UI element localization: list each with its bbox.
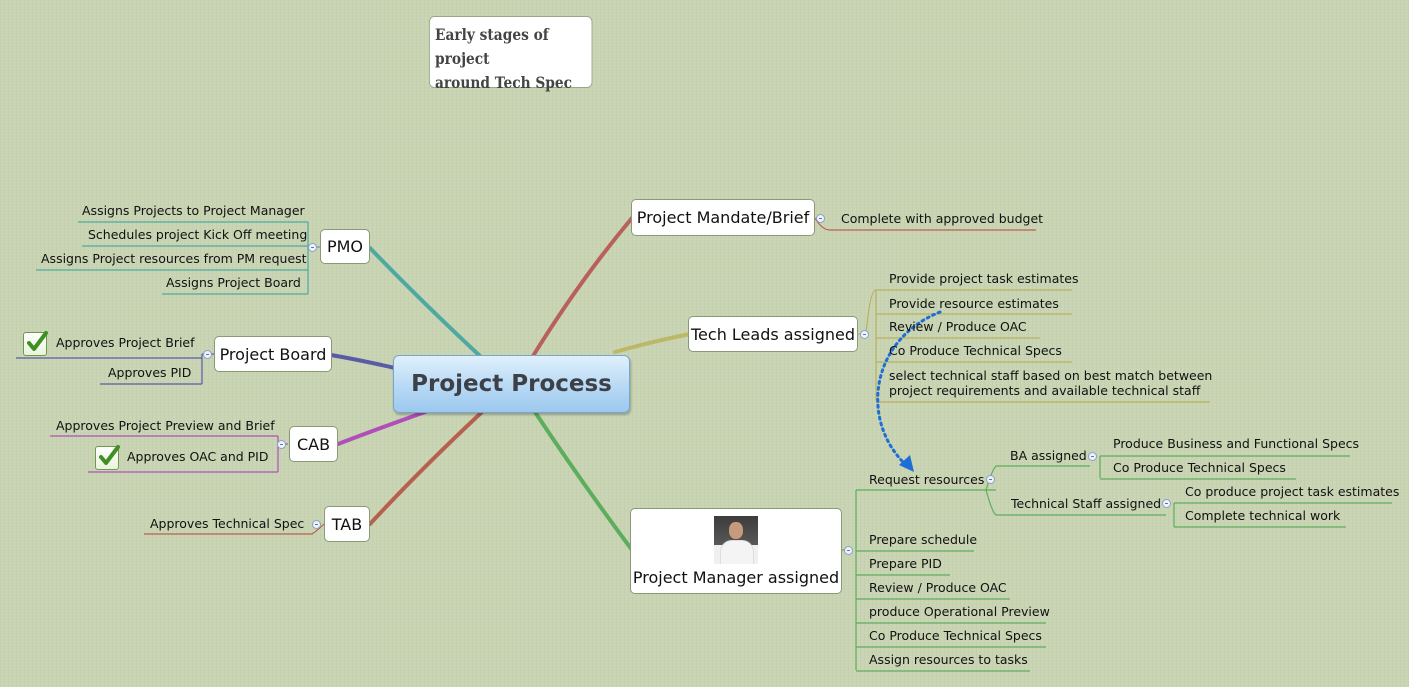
subtopic-pm-3[interactable]: produce Operational Preview (869, 604, 1050, 619)
collapse-toggle-icon[interactable] (277, 440, 286, 449)
subtopic-ba-1[interactable]: Co Produce Technical Specs (1113, 460, 1286, 475)
subtopic-pm-5[interactable]: Assign resources to tasks (869, 652, 1028, 667)
subtopic-cab-0[interactable]: Approves Project Preview and Brief (56, 418, 275, 433)
note-line-2: around Tech Spec (435, 73, 573, 92)
topic-tech-leads[interactable]: Tech Leads assigned (688, 316, 858, 352)
subtopic-board-0[interactable]: Approves Project Brief (56, 335, 195, 350)
collapse-toggle-icon[interactable] (308, 243, 317, 252)
checkmark-icon (23, 331, 48, 356)
topic-label: PMO (326, 237, 364, 256)
collapse-toggle-icon[interactable] (1162, 499, 1171, 508)
subtopic-mandate-0[interactable]: Complete with approved budget (841, 211, 1044, 226)
topic-project-board[interactable]: Project Board (214, 336, 332, 372)
branch-line-tab (368, 410, 484, 526)
subtopic-tech-staff[interactable]: Technical Staff assigned (1011, 496, 1162, 511)
topic-pmo[interactable]: PMO (320, 229, 370, 264)
subtopic-pmo-3[interactable]: Assigns Project Board (166, 275, 301, 290)
collapse-toggle-icon[interactable] (986, 475, 995, 484)
topic-project-mandate[interactable]: Project Mandate/Brief (631, 199, 815, 236)
subtopic-pm-1[interactable]: Prepare PID (869, 556, 942, 571)
collapse-toggle-icon[interactable] (816, 214, 825, 223)
subtopic-pmo-2[interactable]: Assigns Project resources from PM reques… (41, 251, 307, 266)
topic-cab[interactable]: CAB (289, 426, 338, 462)
branch-line-mandate (531, 216, 634, 358)
note-line-1: Early stages of project (435, 25, 549, 68)
subtopic-tech-3[interactable]: Co Produce Technical Specs (889, 343, 1062, 358)
subtopic-pm-0[interactable]: Prepare schedule (869, 532, 978, 547)
topic-tab[interactable]: TAB (324, 506, 370, 542)
collapse-toggle-icon[interactable] (203, 350, 212, 359)
central-topic-label: Project Process (411, 371, 612, 397)
subtopic-tech-4a[interactable]: select technical staff based on best mat… (889, 368, 1213, 383)
subtopic-pm-2[interactable]: Review / Produce OAC (869, 580, 1007, 595)
person-photo (714, 515, 758, 564)
subtopic-staff-0[interactable]: Co produce project task estimates (1185, 484, 1400, 499)
subtopic-pmo-0[interactable]: Assigns Projects to Project Manager (82, 203, 305, 218)
subtopic-tech-2[interactable]: Review / Produce OAC (889, 319, 1027, 334)
subtopic-staff-1[interactable]: Complete technical work (1185, 508, 1341, 523)
branch-line-board (329, 353, 397, 370)
subtopic-request-resources[interactable]: Request resources (869, 472, 985, 487)
relationship-arrow (876, 310, 942, 466)
checkmark-icon (95, 445, 120, 470)
annotation-note[interactable]: Early stages of project around Tech Spec (429, 16, 593, 92)
collapse-toggle-icon[interactable] (844, 546, 853, 555)
topic-label: TAB (331, 514, 363, 534)
collapse-toggle-icon[interactable] (312, 520, 321, 529)
branch-line-pm (533, 410, 634, 552)
collapse-toggle-icon[interactable] (860, 330, 869, 339)
collapse-toggle-icon[interactable] (1088, 452, 1097, 461)
subtopic-tech-4b[interactable]: project requirements and available techn… (889, 383, 1201, 398)
topic-label: Tech Leads assigned (691, 324, 855, 344)
subtopic-pmo-1[interactable]: Schedules project Kick Off meeting (88, 227, 308, 242)
branch-line-pmo (368, 246, 482, 358)
topic-project-manager[interactable]: Project Manager assigned (630, 508, 842, 594)
subtopic-tech-1[interactable]: Provide resource estimates (889, 296, 1059, 311)
branch-line-tech (613, 332, 692, 354)
topic-label: Project Board (219, 344, 327, 364)
arrow-head (899, 455, 914, 472)
branch-line-cab (336, 410, 427, 446)
subtopic-tech-0[interactable]: Provide project task estimates (889, 271, 1079, 286)
subtopic-tab-0[interactable]: Approves Technical Spec (150, 516, 305, 531)
subtopic-cab-1[interactable]: Approves OAC and PID (127, 449, 269, 464)
topic-label: Project Manager assigned (632, 567, 840, 587)
subtopic-pm-4[interactable]: Co Produce Technical Specs (869, 628, 1042, 643)
topic-label: CAB (296, 434, 331, 454)
topic-label: Project Mandate/Brief (636, 208, 810, 227)
central-topic[interactable]: Project Process (393, 355, 630, 413)
subtopic-ba-0[interactable]: Produce Business and Functional Specs (1113, 436, 1360, 451)
subtopic-board-1[interactable]: Approves PID (108, 365, 192, 380)
subtopic-ba-assigned[interactable]: BA assigned (1010, 448, 1087, 463)
